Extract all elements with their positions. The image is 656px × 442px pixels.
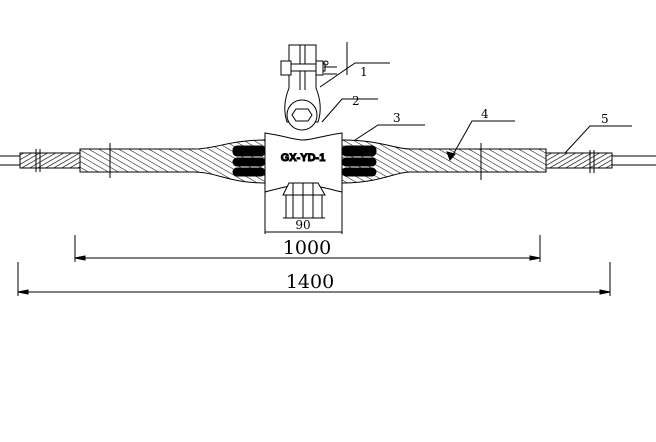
dimension-1400: [17, 262, 611, 296]
cable: [0, 155, 656, 166]
clevis: [280, 42, 348, 131]
part-leaders: [319, 62, 632, 161]
dimension-90: [264, 192, 343, 234]
part-number-2: 2: [352, 94, 360, 108]
suspension-clamp-body: GX-YD-1: [264, 132, 343, 219]
dimension-90-label: 90: [295, 218, 310, 232]
part-number-5: 5: [601, 112, 609, 126]
model-label: GX-YD-1: [281, 152, 326, 164]
dimension-1400-label: 1400: [286, 271, 334, 293]
part-number-1: 1: [360, 65, 368, 79]
dimension-1000: [74, 235, 541, 262]
part-number-4: 4: [481, 107, 489, 121]
part-number-3: 3: [393, 111, 401, 125]
dimension-1000-label: 1000: [283, 237, 331, 259]
protective-rod: [19, 149, 613, 173]
